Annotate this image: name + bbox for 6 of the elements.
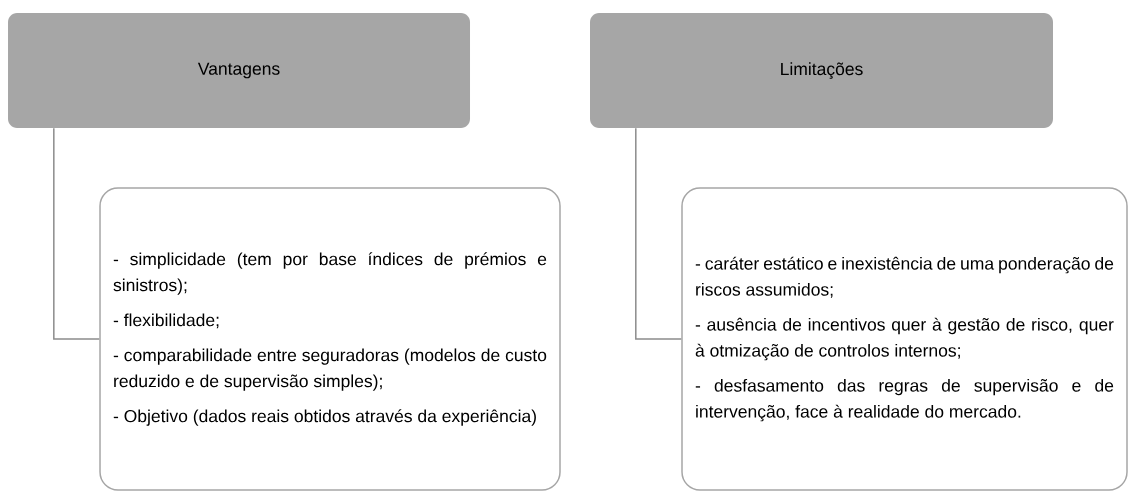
connector-line [53, 127, 100, 340]
list-box: - simplicidade (tem por base índices de prémios e sinistros); - flexibilidade; - comparabilidade entre seguradoras (modelos de custo reduzido e de supervisão simples); - Objetivo (dados reais obtidos através da experiência) [99, 187, 561, 491]
header-box: Limitações [590, 13, 1053, 128]
list-box: - caráter estático e inexistência de uma ponderação de riscos assumidos; - ausência de incentivos quer à gestão de risco, quer à otmização de controlos internos; - desfasamento das regras de supervisão e de intervenção, face à realidade do mercado. [681, 187, 1128, 491]
connector-line [635, 127, 682, 340]
header-box: Vantagens [8, 13, 470, 128]
